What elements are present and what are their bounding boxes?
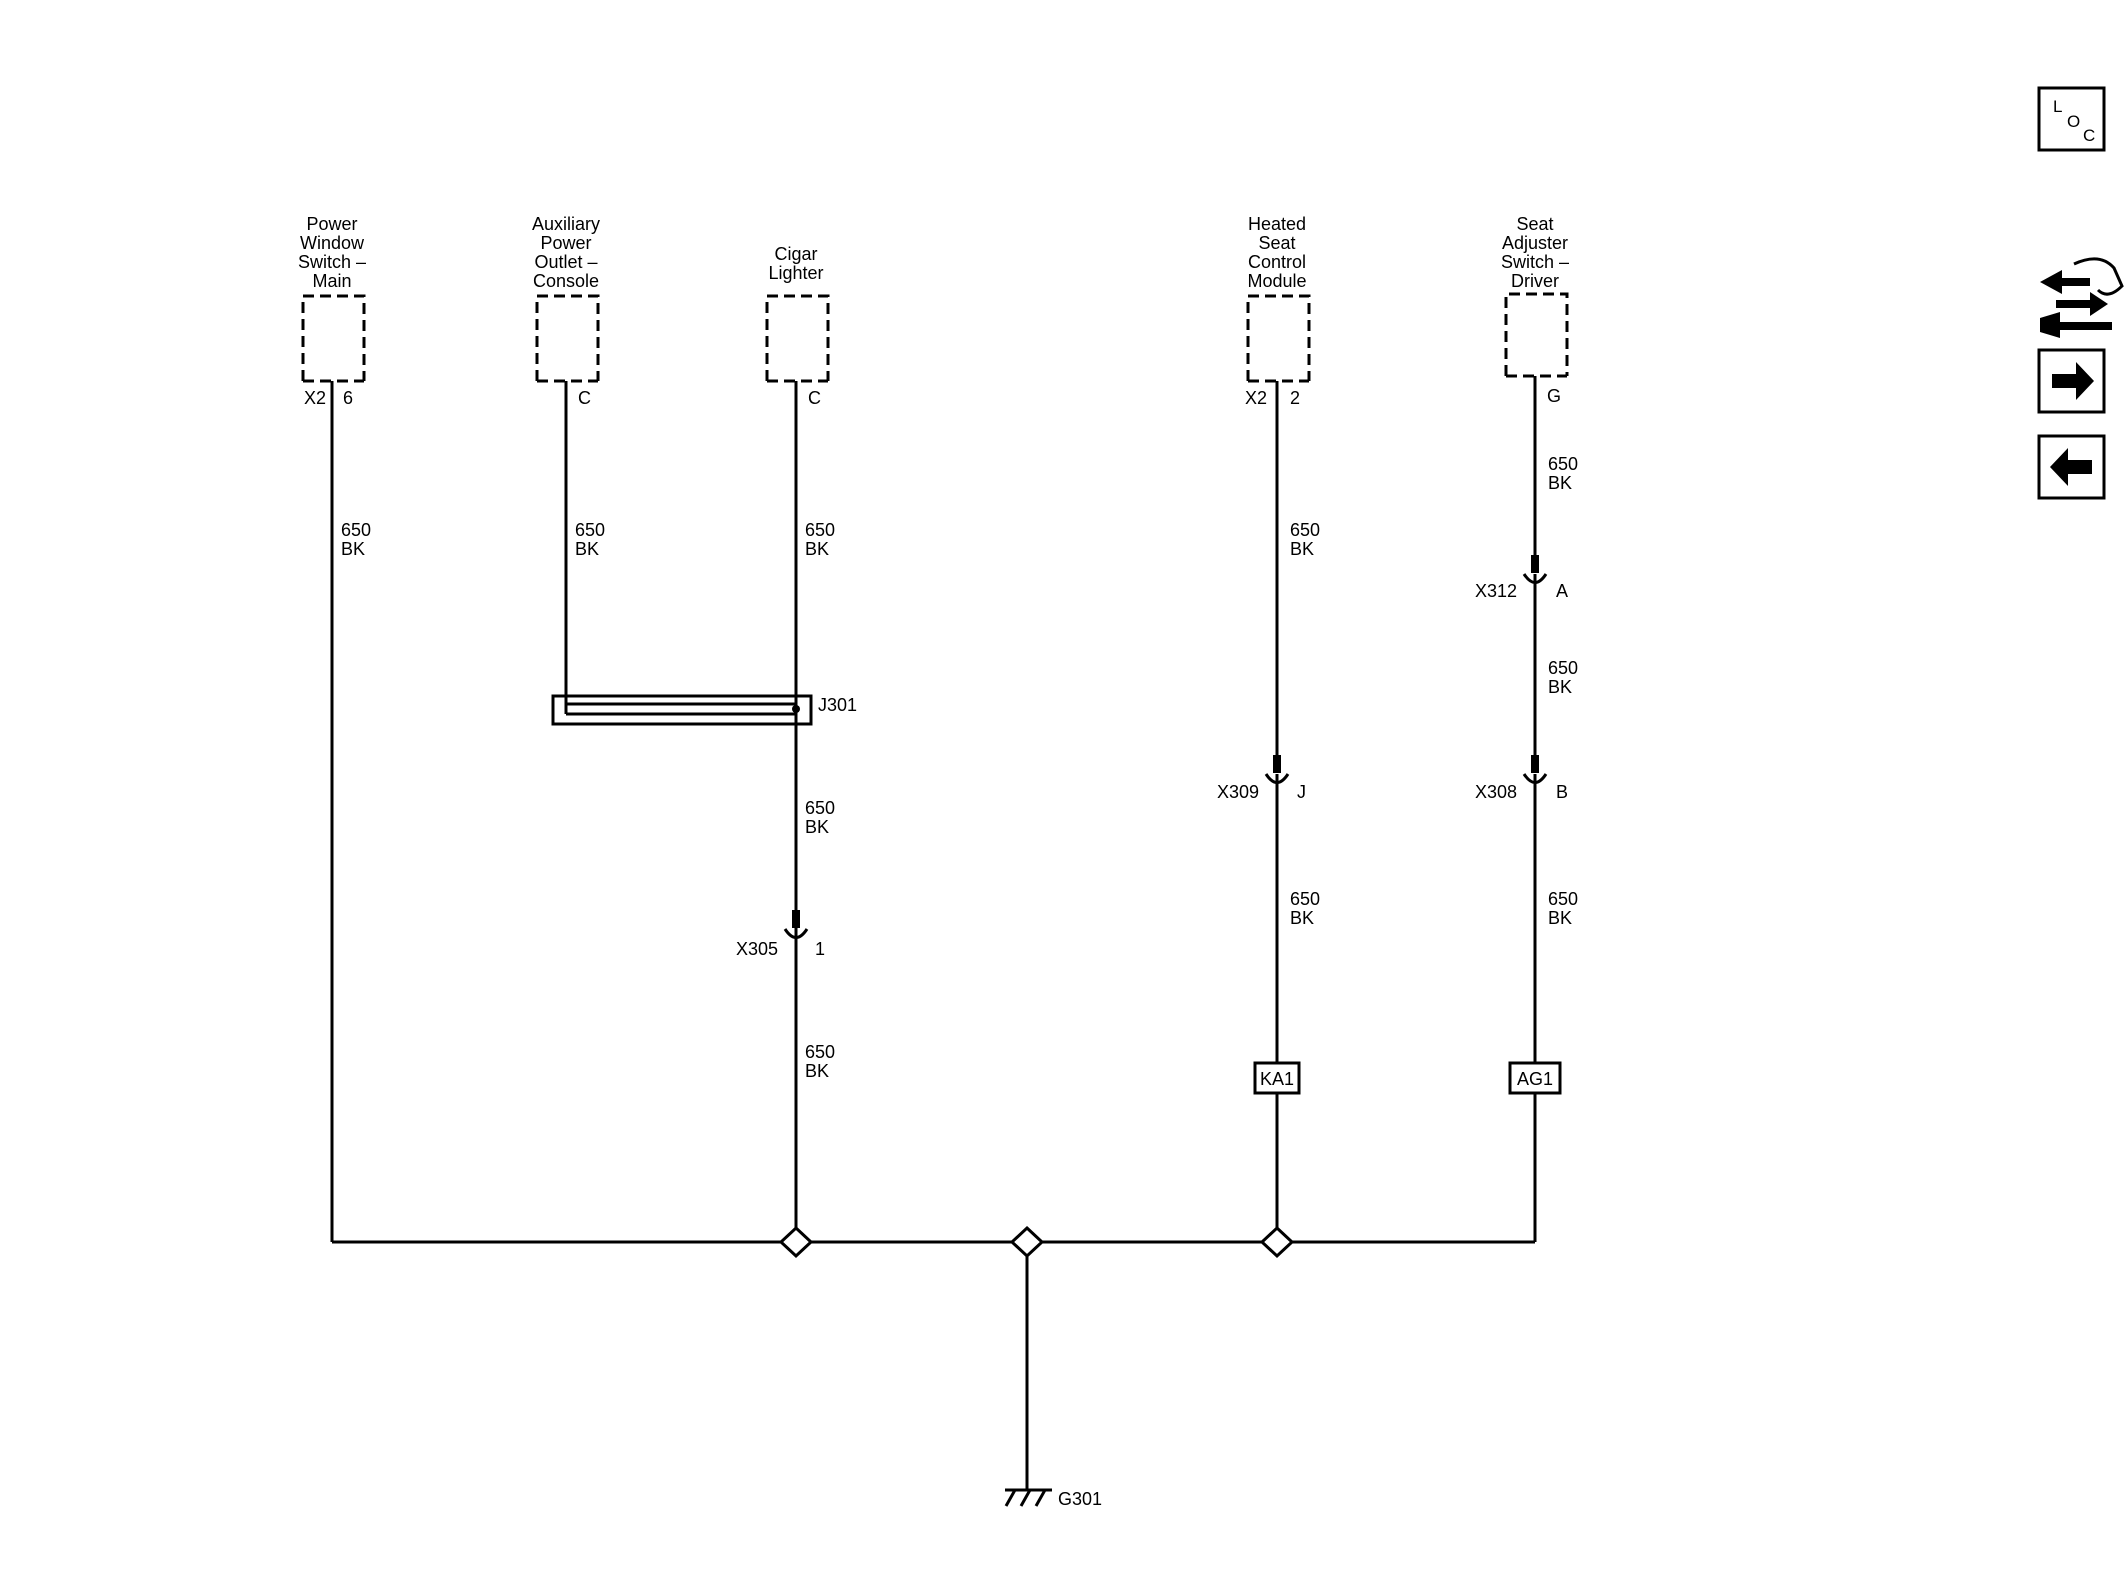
connector-pin: 1	[815, 939, 825, 959]
ground-symbol	[1004, 1488, 1052, 1507]
svg-text:BK: BK	[805, 817, 829, 837]
svg-text:BK: BK	[1548, 473, 1572, 493]
svg-text:650: 650	[805, 520, 835, 540]
svg-text:Main: Main	[312, 271, 351, 291]
svg-text:650: 650	[1548, 658, 1578, 678]
wire-label: 650 BK	[805, 1042, 835, 1081]
connector-pin: J	[1297, 782, 1306, 802]
splice-pack-ka1: KA1	[1253, 1061, 1301, 1095]
connector-label: X2	[1245, 388, 1267, 408]
svg-text:BK: BK	[805, 539, 829, 559]
svg-text:650: 650	[341, 520, 371, 540]
inline-connector-x309	[1264, 755, 1290, 784]
connector-name: X309	[1217, 782, 1259, 802]
svg-text:BK: BK	[341, 539, 365, 559]
svg-text:BK: BK	[1290, 908, 1314, 928]
location-button[interactable]: L O C	[2037, 86, 2106, 152]
svg-text:650: 650	[1290, 520, 1320, 540]
loc-letter-o: O	[2067, 112, 2080, 131]
loc-letter-c: C	[2083, 126, 2095, 145]
splice-pack-ag1: AG1	[1508, 1061, 1562, 1095]
svg-text:Power: Power	[306, 214, 357, 234]
loc-letter-l: L	[2053, 97, 2062, 116]
svg-text:KA1: KA1	[1260, 1069, 1294, 1089]
svg-text:AG1: AG1	[1517, 1069, 1553, 1089]
next-page-button[interactable]	[2037, 348, 2106, 414]
previous-page-button[interactable]	[2037, 434, 2106, 500]
connector-pin: B	[1556, 782, 1568, 802]
component-box-heated-seat-module	[1246, 294, 1311, 381]
wire-label: 650 BK	[341, 520, 371, 559]
svg-text:650: 650	[575, 520, 605, 540]
wire-label: 650 BK	[1290, 520, 1320, 559]
svg-text:Seat: Seat	[1516, 214, 1553, 234]
svg-text:Switch –: Switch –	[298, 252, 366, 272]
junction-diamond	[1009, 1225, 1045, 1259]
svg-text:Console: Console	[533, 271, 599, 291]
connector-name: X308	[1475, 782, 1517, 802]
svg-text:650: 650	[1290, 889, 1320, 909]
inline-connector-x305	[783, 910, 809, 939]
svg-text:Auxiliary: Auxiliary	[532, 214, 600, 234]
svg-text:650: 650	[805, 798, 835, 818]
svg-text:BK: BK	[575, 539, 599, 559]
component-box-power-window-switch	[301, 294, 366, 381]
svg-text:650: 650	[805, 1042, 835, 1062]
svg-text:BK: BK	[1548, 908, 1572, 928]
svg-text:BK: BK	[805, 1061, 829, 1081]
label-heated-seat-module: Heated Seat Control Module	[1247, 214, 1306, 291]
svg-text:Heated: Heated	[1248, 214, 1306, 234]
wire-label: 650 BK	[575, 520, 605, 559]
svg-text:Window: Window	[300, 233, 365, 253]
svg-text:Outlet –: Outlet –	[534, 252, 597, 272]
wire-label: 650 BK	[1548, 889, 1578, 928]
pin-label: C	[578, 388, 591, 408]
svg-text:Power: Power	[540, 233, 591, 253]
svg-text:BK: BK	[1290, 539, 1314, 559]
wire-label: 650 BK	[1548, 658, 1578, 697]
splice-label: J301	[818, 695, 857, 715]
svg-text:BK: BK	[1548, 677, 1572, 697]
wire-label: 650 BK	[1548, 454, 1578, 493]
svg-text:Driver: Driver	[1511, 271, 1559, 291]
svg-text:Control: Control	[1248, 252, 1306, 272]
wire-label: 650 BK	[805, 798, 835, 837]
connector-pin: A	[1556, 581, 1568, 601]
label-cigar-lighter: Cigar Lighter	[768, 244, 823, 283]
junction-diamond	[778, 1225, 814, 1259]
label-power-window-switch: Power Window Switch – Main	[298, 214, 366, 291]
label-seat-adjuster-switch: Seat Adjuster Switch – Driver	[1501, 214, 1569, 291]
component-box-cigar-lighter	[765, 294, 830, 381]
svg-text:Switch –: Switch –	[1501, 252, 1569, 272]
svg-text:650: 650	[1548, 454, 1578, 474]
arrow-left-icon	[2050, 448, 2092, 486]
wire-label: 650 BK	[1290, 889, 1320, 928]
svg-text:650: 650	[1548, 889, 1578, 909]
svg-text:Adjuster: Adjuster	[1502, 233, 1568, 253]
connector-label: X2	[304, 388, 326, 408]
pin-label: C	[808, 388, 821, 408]
label-auxiliary-power-outlet: Auxiliary Power Outlet – Console	[532, 214, 600, 291]
pin-label: 6	[343, 388, 353, 408]
connector-name: X305	[736, 939, 778, 959]
pin-label: 2	[1290, 388, 1300, 408]
component-box-seat-adjuster-switch	[1504, 292, 1569, 376]
svg-text:Lighter: Lighter	[768, 263, 823, 283]
splice-j301	[551, 694, 813, 726]
wire-label: 650 BK	[805, 520, 835, 559]
svg-text:Seat: Seat	[1258, 233, 1295, 253]
ground-label: G301	[1058, 1489, 1102, 1509]
inline-connector-x312	[1522, 555, 1548, 584]
svg-text:Cigar: Cigar	[774, 244, 817, 264]
arrow-right-icon	[2052, 362, 2094, 400]
svg-text:Module: Module	[1247, 271, 1306, 291]
pin-label: G	[1547, 386, 1561, 406]
component-box-auxiliary-power-outlet	[535, 294, 600, 381]
junction-diamond	[1259, 1225, 1295, 1259]
connector-name: X312	[1475, 581, 1517, 601]
inline-connector-x308	[1522, 755, 1548, 784]
connector-end-view-icon[interactable]	[2040, 257, 2124, 338]
